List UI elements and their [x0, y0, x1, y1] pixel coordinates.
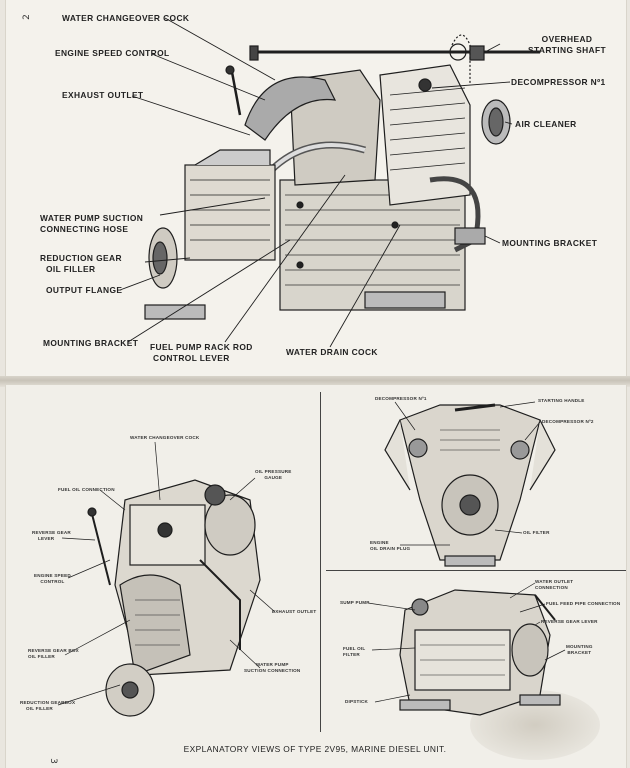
bottom-left-engine-drawing	[87, 479, 261, 717]
bottom-left-leader-lines	[57, 441, 276, 706]
label-br-sump-pump: SUMP PUMP	[340, 600, 370, 605]
label-water-drain-cock: WATER DRAIN COCK	[286, 347, 378, 357]
panel-divider-horizontal	[326, 570, 626, 572]
label-bl-reverse-gear-lever: REVERSE GEAR LEVER	[32, 530, 71, 541]
label-bl-reverse-gear-box-oil-filler: REVERSE GEAR BOX OIL FILLER	[28, 648, 79, 659]
label-decompressor: DECOMPRESSOR Nº1	[511, 77, 606, 87]
label-br-water-outlet-connection: WATER OUTLET CONNECTION	[535, 579, 574, 590]
label-br-mounting-bracket: MOUNTING BRACKET	[566, 644, 593, 655]
label-water-pump-suction: WATER PUMP SUCTION CONNECTING HOSE	[40, 213, 144, 234]
label-bl-water-changeover-cock: WATER CHANGEOVER COCK	[130, 435, 200, 440]
label-bl-engine-speed-control: ENGINE SPEED CONTROL	[34, 573, 71, 584]
label-br-decompressor-2: DECOMPRESSOR Nº2	[542, 419, 594, 424]
label-br-starting-handle: STARTING HANDLE	[538, 398, 585, 403]
label-bl-reduction-gearbox-oil-filler: REDUCTION GEARBOX OIL FILLER	[20, 700, 76, 711]
label-bl-exhaust-outlet: EXHAUST OUTLET	[272, 609, 317, 614]
label-br-fuel-feed-pipe: FUEL FEED PIPE CONNECTION	[546, 601, 621, 606]
label-br-reverse-gear-lever: REVERSE GEAR LEVER	[541, 619, 598, 624]
label-reduction-gear-oil-filler: REDUCTION GEAR OIL FILLER	[40, 253, 122, 274]
label-br-oil-filter: OIL FILTER	[523, 530, 550, 535]
label-bl-fuel-oil-connection: FUEL OIL CONNECTION	[58, 487, 115, 492]
panel-divider-vertical	[320, 392, 322, 732]
top-leader-lines	[119, 17, 513, 348]
label-engine-speed-control: ENGINE SPEED CONTROL	[55, 48, 170, 58]
label-bl-oil-pressure-gauge: OIL PRESSURE GAUGE	[255, 469, 292, 480]
label-water-changeover-cock: WATER CHANGEOVER COCK	[62, 13, 190, 23]
label-mounting-bracket-right: MOUNTING BRACKET	[502, 238, 598, 248]
label-mounting-bracket-left: MOUNTING BRACKET	[43, 338, 139, 348]
page-number-top: 2	[21, 14, 32, 20]
book-spine-fold	[0, 376, 630, 387]
label-exhaust-outlet: EXHAUST OUTLET	[62, 90, 144, 100]
label-overhead-starting-shaft: OVERHEAD STARTING SHAFT	[528, 34, 607, 55]
top-engine-drawing	[144, 34, 540, 320]
side-view-leader-lines	[367, 582, 566, 703]
label-output-flange: OUTPUT FLANGE	[46, 285, 123, 295]
label-fuel-pump-rack-rod: FUEL PUMP RACK ROD CONTROL LEVER	[150, 342, 253, 363]
end-view-leader-lines	[394, 401, 541, 546]
label-br-fuel-oil-filter: FUEL OIL FILTER	[343, 646, 366, 657]
label-air-cleaner: AIR CLEANER	[515, 119, 577, 129]
label-bl-water-pump-suction-connection: WATER PUMP SUCTION CONNECTION	[244, 662, 301, 673]
label-br-engine-oil-drain-plug: ENGINE OIL DRAIN PLUG	[370, 540, 411, 551]
end-view-engine-drawing	[384, 403, 556, 567]
page-number-bottom: 3	[47, 758, 58, 764]
label-br-dipstick: DIPSTICK	[345, 699, 369, 704]
figure-caption: EXPLANATORY VIEWS OF TYPE 2V95, MARINE D…	[183, 744, 447, 754]
label-br-decompressor-1: DECOMPRESSOR Nº1	[375, 396, 427, 401]
side-view-engine-drawing	[399, 589, 561, 716]
